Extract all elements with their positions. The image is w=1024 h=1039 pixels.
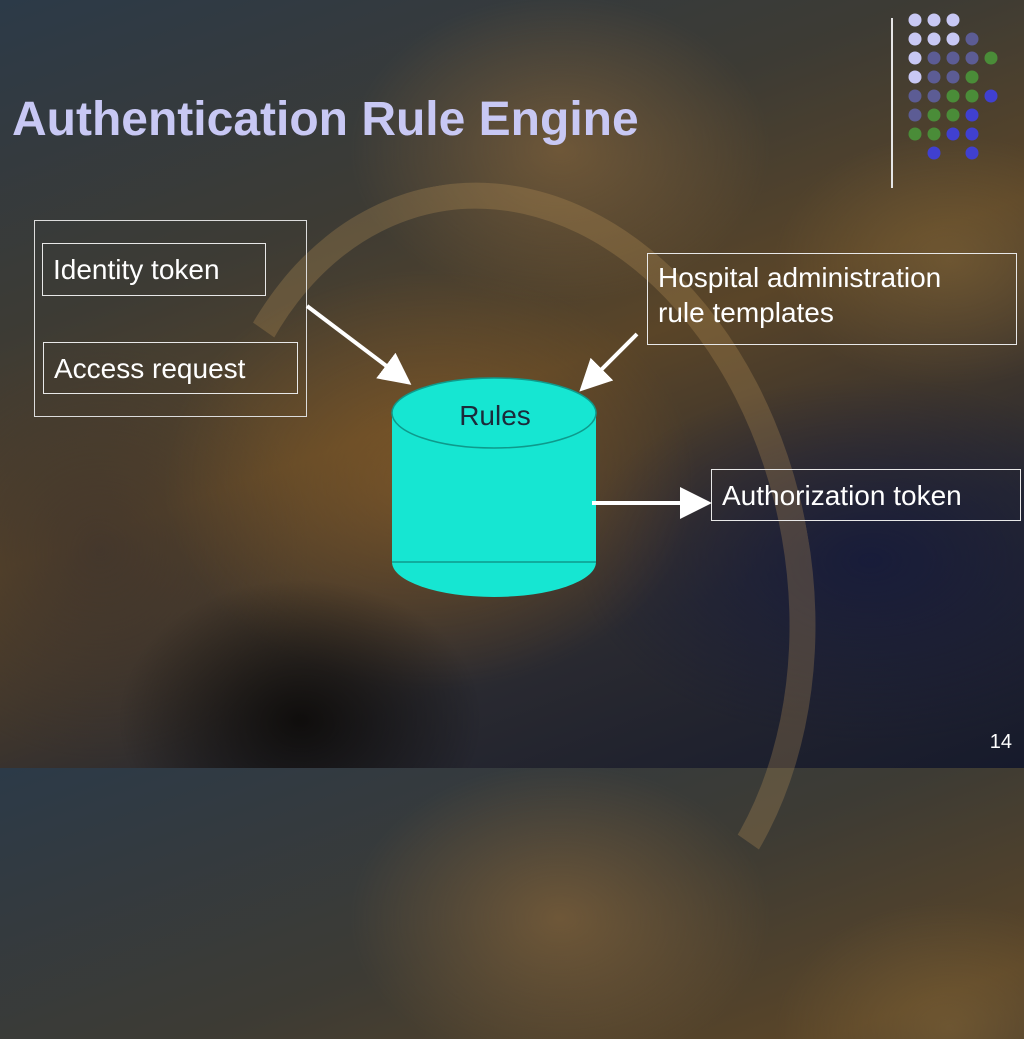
decorative-dot — [927, 127, 941, 141]
inputs-group-frame — [34, 220, 307, 417]
decorative-dot — [946, 51, 960, 65]
decorative-dot — [946, 70, 960, 84]
identity-to-rules-arrow — [305, 304, 412, 385]
identity-token-box: Identity token — [42, 243, 266, 296]
decorative-dot — [908, 89, 922, 103]
decorative-dot — [965, 89, 979, 103]
slide-title: Authentication Rule Engine — [12, 93, 639, 146]
access-request-box: Access request — [43, 342, 298, 394]
diagram-connectors — [305, 304, 712, 597]
decorative-dot — [927, 89, 941, 103]
rules-database-cylinder — [391, 377, 597, 597]
decorative-dot — [908, 70, 922, 84]
page-number: 14 — [989, 731, 1012, 753]
decorative-dot — [946, 32, 960, 46]
decorative-dot — [946, 13, 960, 27]
title-divider — [891, 18, 893, 188]
decorative-dot — [927, 70, 941, 84]
decorative-dot — [927, 146, 941, 160]
decorative-dot — [908, 51, 922, 65]
decorative-dot-grid — [908, 13, 998, 160]
authorization-token-box: Authorization token — [711, 469, 1021, 521]
decorative-dot — [946, 108, 960, 122]
cylinder-top — [391, 377, 597, 449]
decorative-dot — [965, 108, 979, 122]
decorative-dot — [908, 127, 922, 141]
rule-templates-line-2: rule templates — [658, 297, 834, 328]
decorative-dot — [908, 108, 922, 122]
decorative-dot — [908, 13, 922, 27]
decorative-dot — [946, 89, 960, 103]
rule-templates-box: Hospital administration rule templates — [647, 253, 1017, 345]
cylinder-bottom — [392, 562, 596, 597]
decorative-dot — [927, 13, 941, 27]
decorative-dot — [927, 32, 941, 46]
rule-templates-line-1: Hospital administration — [658, 262, 942, 293]
decorative-dot — [927, 51, 941, 65]
decorative-dot — [965, 32, 979, 46]
decorative-dot — [965, 70, 979, 84]
decorative-dot — [927, 108, 941, 122]
templates-to-rules-arrow — [579, 332, 639, 392]
decorative-dot — [908, 32, 922, 46]
rules-label: Rules — [459, 400, 531, 431]
decorative-dot — [965, 127, 979, 141]
decorative-dot — [946, 127, 960, 141]
decorative-dot — [984, 89, 998, 103]
decorative-dot — [965, 51, 979, 65]
decorative-dot — [984, 51, 998, 65]
decorative-dot — [965, 146, 979, 160]
